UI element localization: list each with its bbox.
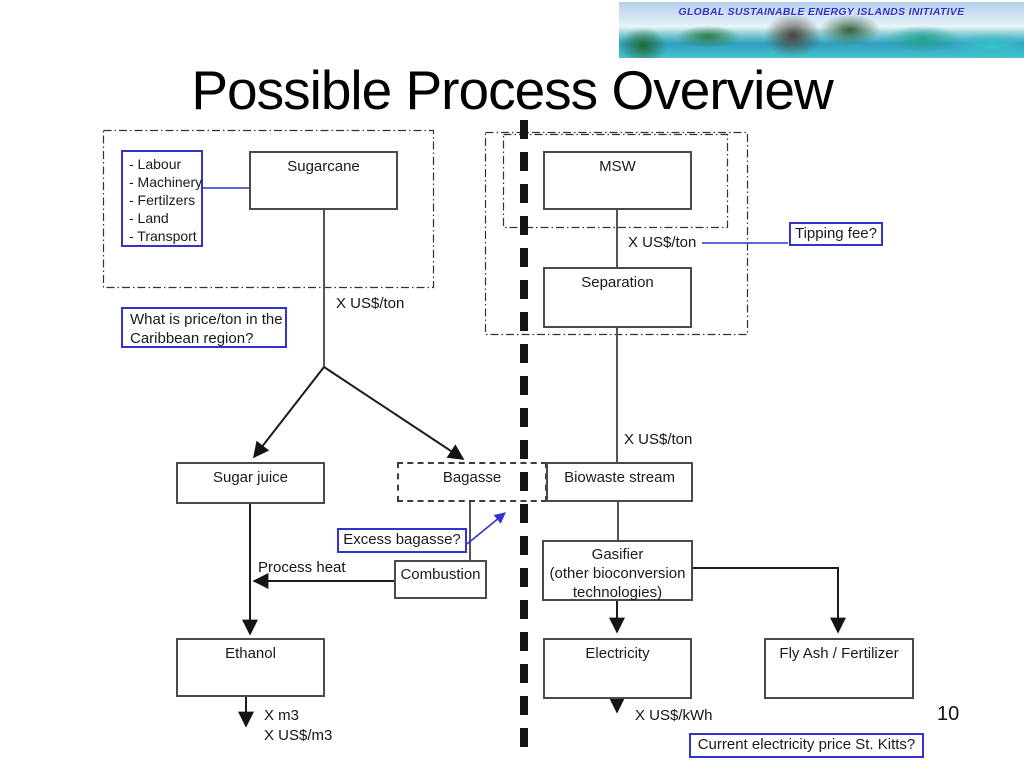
note-production-inputs: - Labour - Machinery - Fertilzers - Land… [121, 150, 203, 247]
page-number: 10 [937, 703, 960, 725]
gasifier-line3: technologies) [572, 584, 663, 601]
group-frame-sugarcane [102, 129, 435, 289]
label-msw-tipping-price: X US$/ton [628, 234, 697, 251]
box-electricity: Electricity [543, 638, 692, 699]
price-question-line2: Caribbean region? [130, 330, 254, 347]
initiative-banner-title: GLOBAL SUSTAINABLE ENERGY ISLANDS INITIA… [678, 6, 965, 18]
note-excess-bagasse: Excess bagasse? [337, 528, 467, 553]
box-msw: MSW [543, 151, 692, 210]
arrow-gasifier-flyash [693, 567, 846, 634]
page-title: Possible Process Overview [191, 59, 833, 121]
label-ethanol-price: X US$/m3 [264, 727, 333, 744]
label-ethanol-volume: X m3 [264, 707, 300, 724]
box-bagasse: Bagasse [397, 462, 547, 502]
input-item-labour: - Labour [129, 156, 182, 172]
label-electricity-price: X US$/kWh [635, 707, 713, 724]
box-fly-ash-fertilizer: Fly Ash / Fertilizer [764, 638, 914, 699]
price-question-line1: What is price/ton in the [130, 311, 283, 328]
input-item-transport: - Transport [129, 228, 197, 244]
label-biowaste-price: X US$/ton [624, 431, 693, 448]
arrow-excess-bagasse [466, 512, 506, 545]
input-item-fertilzers: - Fertilzers [129, 192, 196, 208]
box-sugarcane: Sugarcane [249, 151, 398, 210]
arrow-to-sugar-juice [253, 366, 325, 459]
box-biowaste-stream: Biowaste stream [546, 462, 693, 502]
group-frame-msw [502, 133, 729, 229]
initiative-banner-image: GLOBAL SUSTAINABLE ENERGY ISLANDS INITIA… [619, 2, 1024, 58]
box-sugar-juice: Sugar juice [176, 462, 325, 504]
gasifier-line2: (other bioconversion [549, 565, 686, 582]
note-tipping-fee: Tipping fee? [789, 222, 883, 246]
box-ethanol: Ethanol [176, 638, 325, 697]
input-item-land: - Land [129, 210, 169, 226]
note-current-electricity-price: Current electricity price St. Kitts? [689, 733, 924, 758]
input-item-machinery: - Machinery [129, 174, 203, 190]
arrow-to-bagasse [323, 366, 465, 460]
box-combustion: Combustion [394, 560, 487, 599]
note-price-question: What is price/ton in the Caribbean regio… [121, 307, 287, 348]
box-gasifier: Gasifier (other bioconversion technologi… [542, 540, 693, 601]
label-cane-price: X US$/ton [336, 295, 405, 312]
gasifier-line1: Gasifier [591, 546, 644, 563]
box-separation: Separation [543, 267, 692, 328]
label-process-heat: Process heat [258, 559, 346, 576]
